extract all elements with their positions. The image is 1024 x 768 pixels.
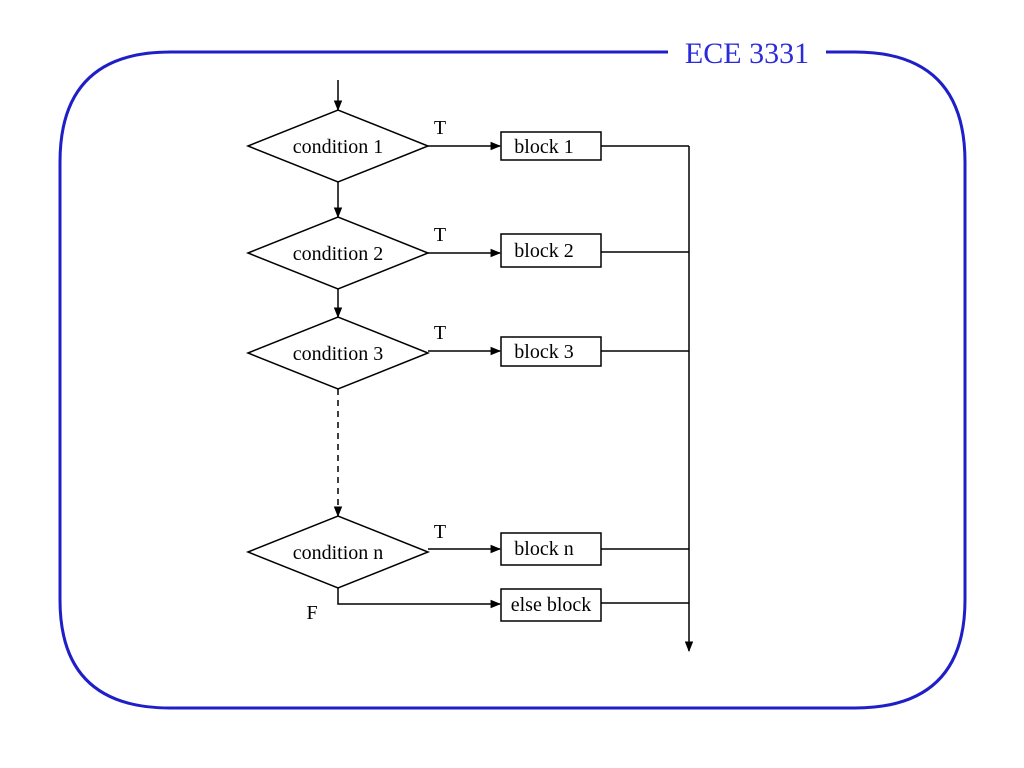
- block-3-label: block 3: [514, 341, 573, 363]
- decision-condition-n: [245, 515, 431, 589]
- block-n: [500, 532, 602, 566]
- block-1-label: block 1: [514, 136, 573, 158]
- block-1: [500, 131, 602, 161]
- true-label-2: T: [434, 224, 446, 246]
- block-2: [500, 233, 602, 268]
- else-block-label: else block: [511, 594, 592, 616]
- condition-3-label: condition 3: [293, 343, 384, 365]
- false-label: F: [306, 602, 317, 624]
- false-arrow: [337, 588, 502, 609]
- course-title: ECE 3331: [685, 37, 809, 70]
- true-label-n: T: [434, 521, 446, 543]
- condition-2-label: condition 2: [293, 243, 384, 265]
- condition-1-label: condition 1: [293, 136, 384, 158]
- true-label-3: T: [434, 322, 446, 344]
- condition-n-label: condition n: [293, 542, 384, 564]
- slide-frame: [58, 50, 967, 710]
- true-label-1: T: [434, 117, 446, 139]
- block-2-label: block 2: [514, 240, 573, 262]
- decision-condition-3: [245, 316, 431, 390]
- block-n-label: block n: [514, 538, 573, 560]
- else-block: [500, 588, 602, 622]
- block-3: [500, 336, 602, 367]
